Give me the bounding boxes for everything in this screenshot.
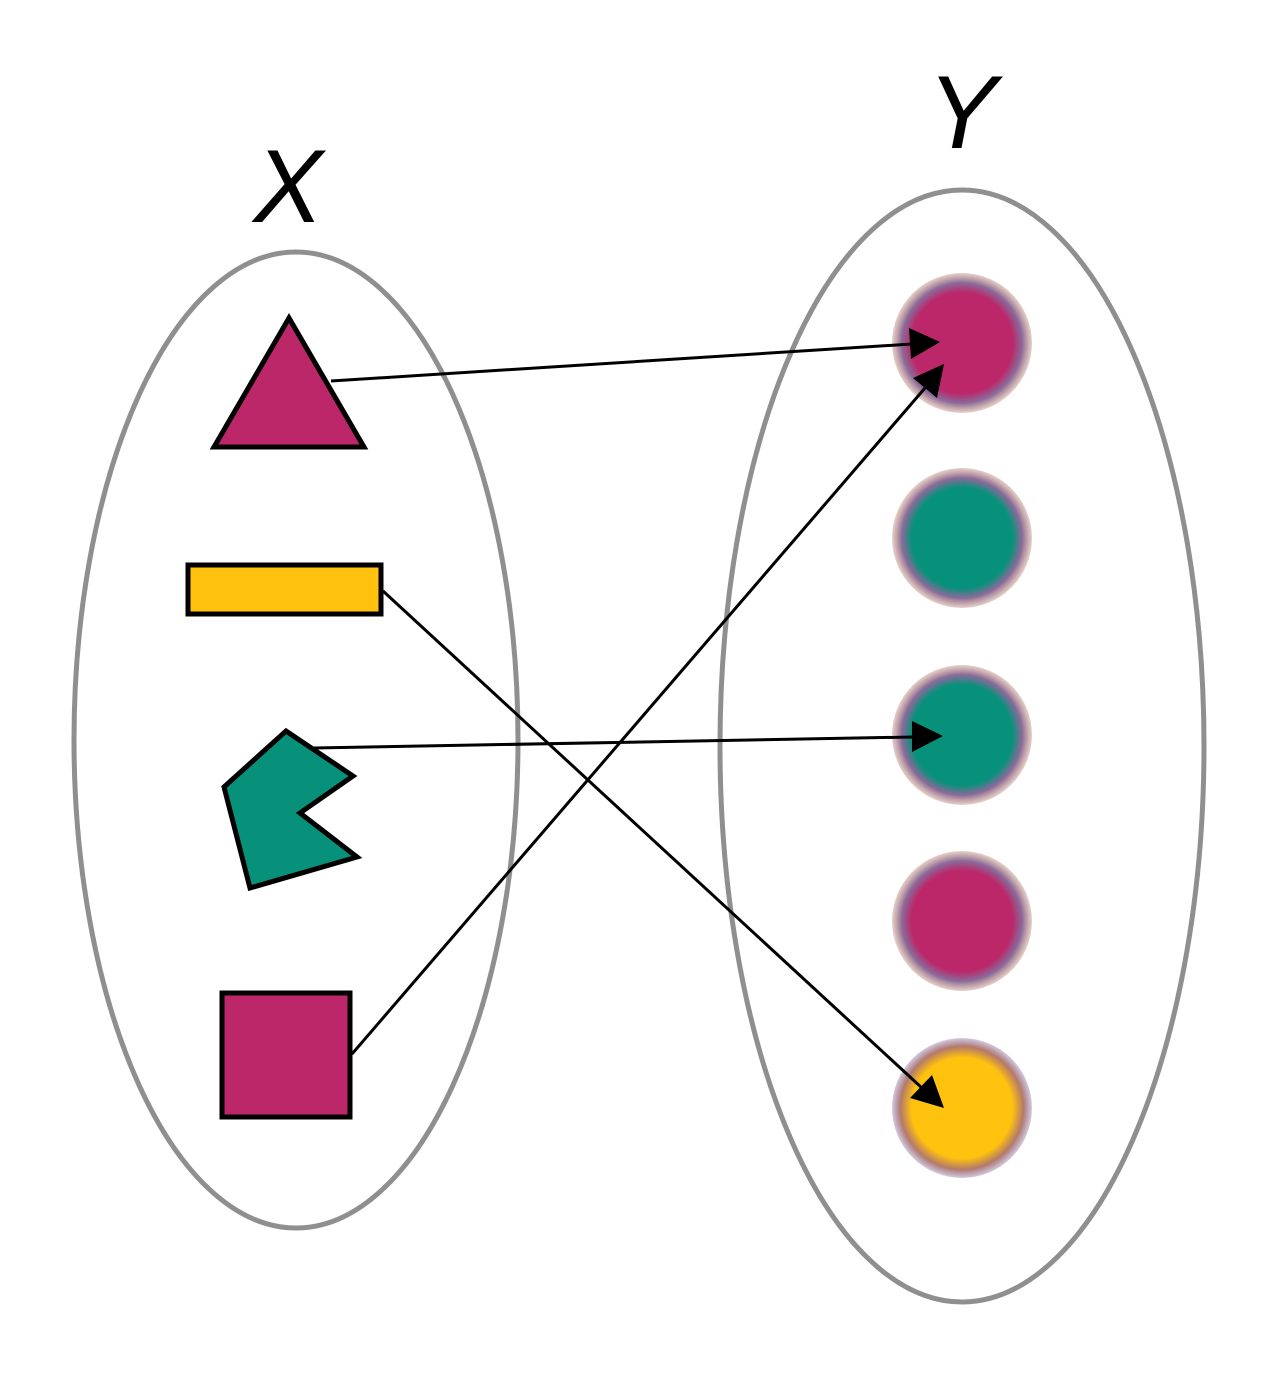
mapping-arrows [313,328,944,1108]
codomain-circle-2 [892,468,1032,608]
arrowhead-pentagon-to-circle-3 [912,721,943,752]
triangle-element [209,313,369,450]
set-y-label: Y [927,55,1003,171]
set-y-outline [717,187,1207,1305]
arrowhead-triangle-to-circle-1 [909,328,940,359]
pentagon-element [221,727,363,892]
square-element [219,990,353,1120]
arrow-rectangle-to-circle-5 [381,589,924,1090]
codomain-circle-5 [892,1038,1032,1178]
arrow-square-to-circle-1 [350,387,927,1055]
set-x-label: X [251,129,326,245]
set-x-outline [71,249,521,1231]
arrowhead-rectangle-to-circle-5 [910,1075,944,1108]
arrow-pentagon-to-circle-3 [313,735,914,750]
codomain-circle-4 [892,851,1032,991]
rectangle-element [185,562,384,617]
arrow-triangle-to-circle-1 [330,342,913,383]
codomain-circle-3 [892,665,1032,805]
arrowhead-square-to-circle-1 [913,364,944,398]
